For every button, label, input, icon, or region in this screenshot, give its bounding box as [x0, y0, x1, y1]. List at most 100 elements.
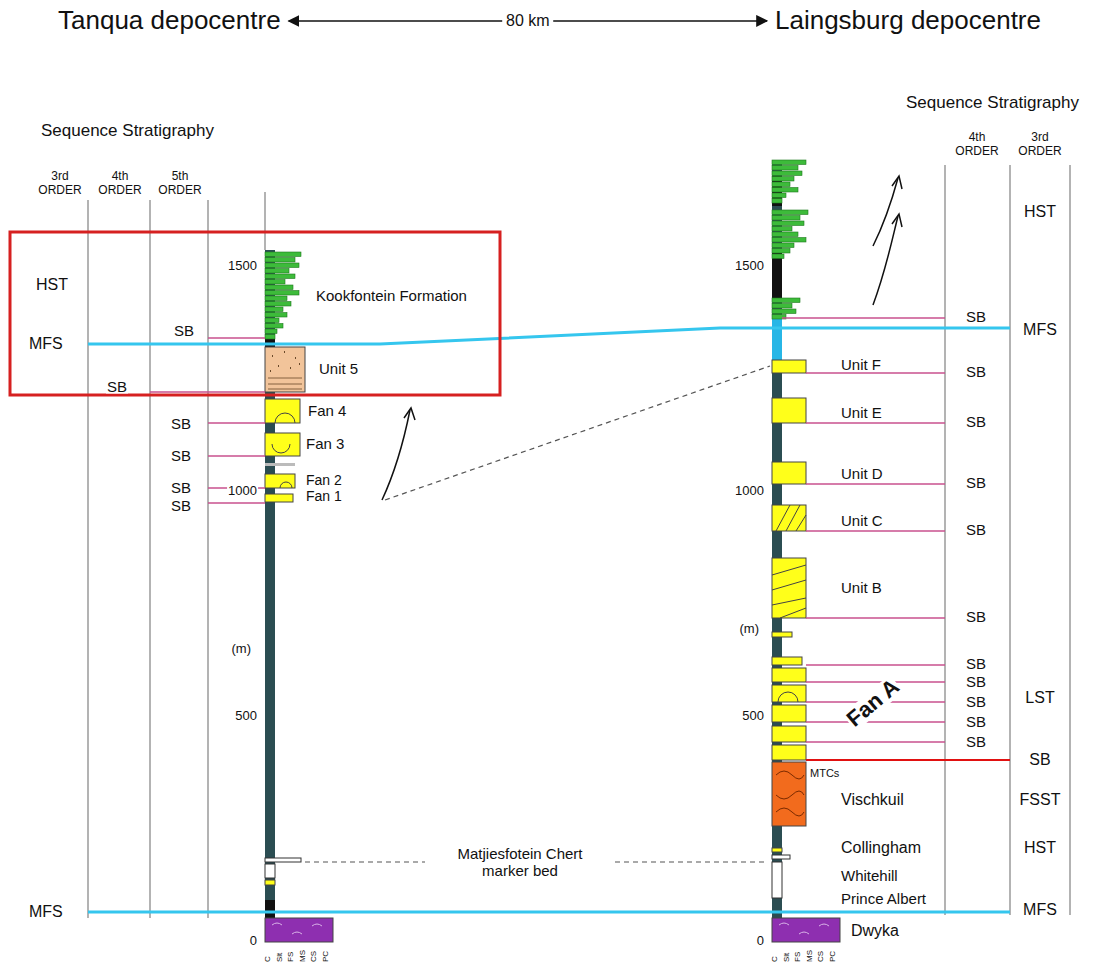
systems-tract: MFS [1022, 322, 1058, 338]
chert-marker [772, 862, 782, 898]
unit-label: Fan 3 [305, 436, 345, 451]
unit-label: MTCs [809, 768, 840, 779]
unit-5-body [265, 347, 305, 392]
dwyka-tillite [272, 923, 829, 934]
column-header: 4th ORDER [950, 131, 1004, 159]
green-lithology [772, 298, 800, 319]
sequence-boundary-line [806, 422, 945, 424]
grain-size-label: Slt [783, 953, 791, 962]
mass-transport-complex [772, 762, 806, 826]
systems-tract: MFS [1022, 902, 1058, 918]
depth-tick: 500 [234, 709, 258, 722]
third-order-boundary [806, 759, 1010, 761]
log-column [265, 900, 275, 918]
sandstone-unit [772, 668, 806, 682]
systems-tract: MFS [28, 904, 64, 920]
column-header: 4th ORDER [93, 170, 147, 198]
unit-label: Unit F [840, 357, 882, 372]
green-lithology [772, 232, 798, 237]
grain-size-label: FS [287, 952, 295, 962]
sequence-boundary-line [208, 337, 265, 339]
sandstone-unit [772, 505, 806, 531]
sandstone-unit [265, 399, 300, 423]
sequence-boundary: SB [965, 414, 987, 429]
green-lithology [772, 221, 804, 226]
green-lithology [265, 296, 287, 301]
sequence-boundary-line [208, 502, 265, 504]
flooding-surface-line [88, 911, 1010, 914]
sandstone-unit [265, 433, 300, 456]
grain-size-label: CS [817, 951, 825, 962]
sequence-boundary: SB [1028, 752, 1051, 768]
sandstone-unit [772, 685, 806, 702]
column-header: 3rd ORDER [33, 170, 87, 198]
grain-size-label: PC [322, 951, 330, 962]
section-heading: Sequence Stratigraphy [905, 94, 1080, 111]
green-lithology [772, 177, 794, 182]
sequence-boundary: SB [965, 309, 987, 324]
sequence-boundary-line [806, 483, 945, 485]
green-lithology [772, 210, 808, 259]
depth-tick: 1000 [734, 484, 765, 497]
column-divider [207, 200, 209, 918]
sequence-boundary-line [782, 317, 945, 319]
formation-label: Dwyka [850, 923, 900, 939]
trend-arrow [382, 176, 902, 500]
correlation-line [305, 861, 425, 862]
sequence-boundary: SB [965, 694, 987, 709]
green-lithology [265, 335, 275, 340]
green-lithology [265, 313, 287, 318]
unit-label: Unit B [840, 580, 883, 595]
formation-label: Vischkuil [840, 792, 905, 808]
sandstone-unit [772, 558, 806, 618]
sequence-boundary-line [806, 372, 945, 374]
trend-arrow [382, 410, 410, 500]
grain-size-label: MS [806, 950, 814, 962]
section-heading: Sequence Stratigraphy [40, 122, 215, 139]
sequence-boundary-line [806, 617, 945, 619]
systems-tract: FSST [1019, 792, 1062, 808]
green-lithology [265, 280, 285, 285]
column-divider [264, 192, 266, 250]
log-column [772, 318, 782, 360]
sequence-boundary: SB [965, 656, 987, 671]
green-lithology [265, 307, 283, 312]
sequence-boundary: SB [170, 498, 192, 513]
heading-text: Laingsburg depocentre [775, 6, 1041, 36]
green-lithology [772, 254, 784, 259]
green-lithology [265, 258, 295, 263]
chert-marker [265, 858, 301, 862]
depth-tick: 500 [741, 709, 765, 722]
sandstone-unit [772, 726, 806, 742]
depth-tick: 1500 [734, 259, 765, 272]
green-lithology [772, 216, 800, 221]
sandstone-unit [265, 474, 295, 488]
sequence-boundary-line [150, 318, 945, 742]
flooding-surface-line [88, 328, 1010, 912]
systems-tract: HST [1023, 204, 1057, 220]
sandstone-unit [772, 745, 806, 760]
green-lithology [265, 252, 301, 339]
sedimentary-structure [272, 413, 806, 702]
sequence-boundary-line [806, 741, 945, 743]
sequence-boundary: SB [965, 734, 987, 749]
dwyka-tillite [265, 918, 333, 942]
column-divider [88, 165, 1070, 918]
depth-tick: 1500 [227, 259, 258, 272]
sequence-boundary-line [208, 422, 265, 424]
sedimentary-structure [772, 565, 806, 618]
sandstone-unit [772, 398, 806, 423]
sequence-boundary-line [208, 455, 265, 457]
unit-5-body [268, 378, 302, 389]
green-lithology [265, 274, 295, 279]
sequence-boundary: SB [965, 714, 987, 729]
trend-arrow [873, 216, 898, 305]
unit-label: Fan 4 [307, 403, 347, 418]
green-lithology [772, 309, 796, 314]
sandstone-unit [772, 632, 792, 637]
sandstone-unit [265, 880, 275, 885]
unit-label: Unit E [840, 405, 883, 420]
